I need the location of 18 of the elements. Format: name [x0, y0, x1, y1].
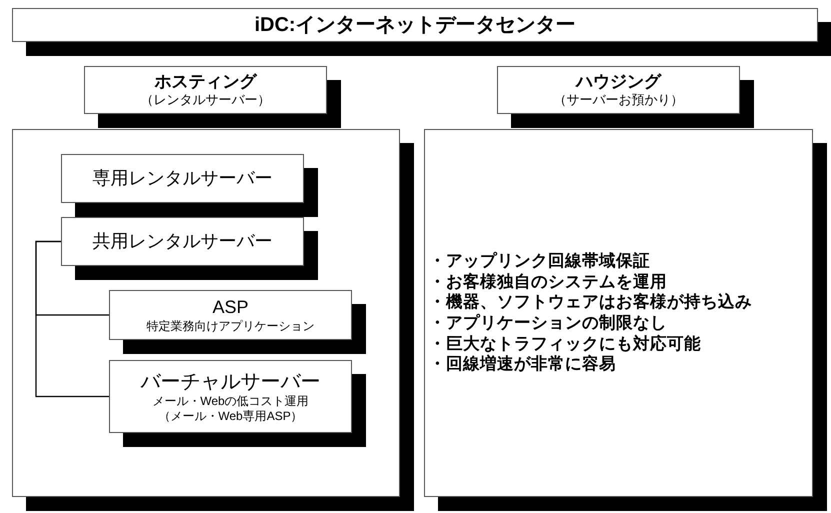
heading-text: ハウジング — [576, 72, 661, 92]
service-label: 専用レンタルサーバー — [92, 168, 272, 190]
subheading-text: （レンタルサーバー） — [140, 92, 270, 108]
bullet-item: ・アプリケーションの制限なし — [429, 313, 667, 334]
bullet-item: ・機器、ソフトウェアはお客様が持ち込み — [429, 292, 752, 313]
bullet-item: ・回線増速が非常に容易 — [429, 354, 616, 375]
bullet-item: ・お客様独自のシステムを運用 — [429, 272, 667, 292]
service-label: ASP — [212, 297, 249, 319]
bullet-item: ・アップリンク回線帯域保証 — [429, 251, 650, 272]
title-text: iDC:インターネットデータセンター — [254, 13, 576, 37]
subheading-text: （サーバーお預かり） — [554, 92, 684, 108]
connector-line — [35, 240, 109, 398]
service-description: 特定業務向けアプリケーション — [146, 318, 314, 333]
bullet-item: ・巨大なトラフィックにも対応可能 — [429, 334, 701, 354]
service-description: メール・Webの低コスト運用（メール・Web専用ASP） — [152, 394, 310, 423]
service-label: 共用レンタルサーバー — [92, 230, 272, 252]
heading-text: ホスティング — [154, 72, 256, 92]
service-label: バーチャルサーバー — [140, 370, 320, 394]
